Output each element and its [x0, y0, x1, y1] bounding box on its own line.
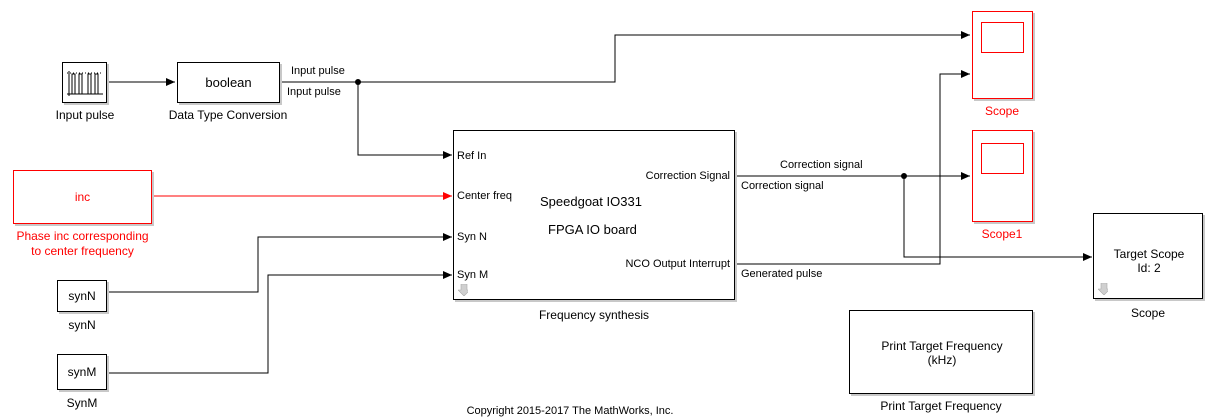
synN-block[interactable]: synN — [57, 280, 107, 312]
line-synN — [107, 233, 452, 293]
scope1-caption: Scope1 — [981, 227, 1023, 241]
branch-point-correction — [901, 173, 907, 179]
signal-label-generated-pulse[interactable]: Generated pulse — [741, 268, 823, 280]
print-target-frequency-block[interactable]: Print Target Frequency (kHz) — [849, 310, 1033, 394]
subsystem-down-arrow-icon — [458, 284, 468, 296]
frequency-synthesis-block[interactable]: Ref In Center freq Syn N Syn M Correctio… — [453, 130, 735, 300]
branch-point-pulse — [355, 79, 361, 85]
port-ref-in: Ref In — [457, 150, 487, 162]
signal-label-correction-top[interactable]: Correction signal — [780, 159, 863, 171]
input-pulse-caption: Input pulse — [55, 108, 115, 122]
synM-label: synM — [67, 365, 97, 379]
scope-screen-icon — [981, 22, 1024, 53]
freq-synth-title-line1: Speedgoat IO331 — [540, 194, 642, 209]
data-type-conversion-block[interactable]: boolean — [177, 62, 280, 103]
freq-synth-title-line2: FPGA IO board — [548, 222, 637, 237]
line-nco-to-scope — [735, 70, 970, 265]
inc-label: inc — [74, 190, 91, 204]
target-scope-down-arrow-icon — [1098, 283, 1108, 295]
inc-caption-line1: Phase inc corresponding — [16, 229, 149, 243]
port-center-freq: Center freq — [457, 190, 513, 202]
port-syn-n: Syn N — [457, 231, 487, 243]
port-nco-output-interrupt: NCO Output Interrupt — [625, 258, 730, 270]
line-synM — [107, 271, 452, 374]
signal-label-input-pulse-top[interactable]: Input pulse — [291, 65, 345, 77]
signal-label-correction-bottom[interactable]: Correction signal — [741, 180, 824, 192]
inc-constant-block[interactable]: inc — [13, 170, 152, 224]
synN-label: synN — [68, 289, 96, 303]
pulse-generator-icon — [67, 71, 103, 96]
synM-caption: SynM — [66, 396, 98, 410]
frequency-synthesis-caption: Frequency synthesis — [538, 308, 650, 322]
print-target-line1: Print Target Frequency — [881, 339, 1003, 353]
print-target-caption: Print Target Frequency — [880, 399, 1002, 413]
target-scope-block[interactable]: Target Scope Id: 2 — [1093, 213, 1203, 299]
port-syn-m: Syn M — [457, 269, 489, 281]
line-pulse-to-scope — [358, 31, 970, 83]
target-scope-line1: Target Scope — [1113, 247, 1185, 261]
port-correction-signal: Correction Signal — [645, 170, 730, 182]
synM-block[interactable]: synM — [57, 354, 107, 390]
line-pulse-to-refin — [357, 82, 452, 159]
target-scope-line2: Id: 2 — [1137, 261, 1161, 275]
print-target-line2: (kHz) — [927, 353, 957, 367]
input-pulse-block[interactable] — [62, 62, 107, 103]
inc-caption-line2: to center frequency — [31, 244, 134, 258]
scope1-block[interactable] — [972, 130, 1033, 222]
scope-caption: Scope — [984, 104, 1020, 118]
copyright-text: Copyright 2015-2017 The MathWorks, Inc. — [466, 405, 674, 417]
data-type-conversion-caption: Data Type Conversion — [168, 108, 288, 122]
scope1-screen-icon — [981, 143, 1024, 174]
scope-block[interactable] — [972, 11, 1033, 99]
synN-caption: synN — [68, 318, 96, 332]
line-correction-to-target — [903, 176, 1092, 261]
signal-label-input-pulse-bottom[interactable]: Input pulse — [287, 86, 341, 98]
conversion-type-label: boolean — [205, 75, 252, 90]
target-scope-caption: Scope — [1130, 306, 1166, 320]
